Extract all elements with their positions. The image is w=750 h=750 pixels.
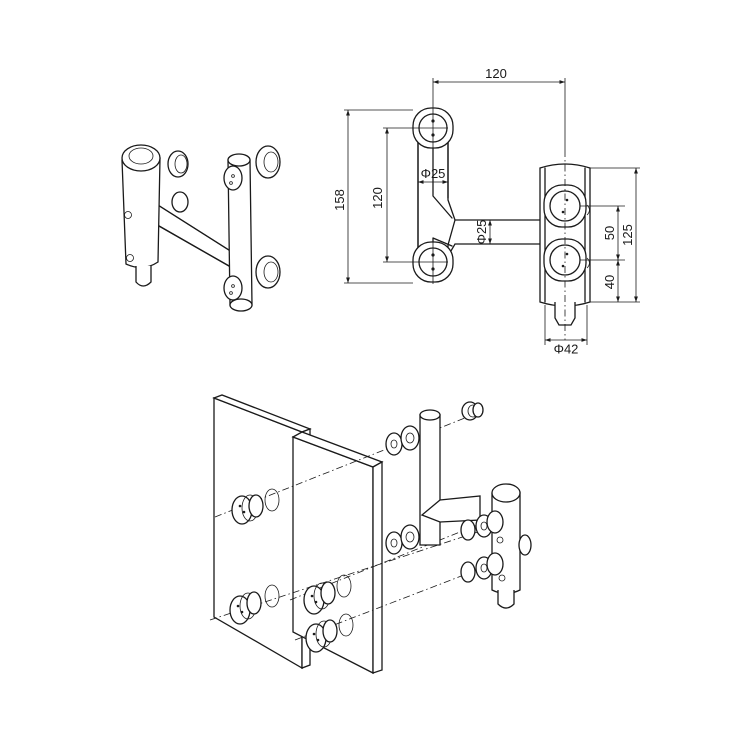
dim-top-width: 120 [485,66,507,81]
exploded-assembly-view [209,394,532,675]
dim-body-height: 125 [620,224,635,246]
dim-arm-diameter: Φ25 [474,220,489,245]
dimensions: 120 158 120 Φ25 Φ25 125 50 40 [332,66,640,357]
dim-lower-offset: 40 [602,275,617,289]
dim-pin-spacing: 120 [370,187,385,209]
front-view [412,107,591,340]
dim-body-diameter: Φ42 [554,342,579,357]
dim-pin-diameter: Φ25 [421,166,446,181]
dim-hole-spacing: 50 [602,226,617,240]
isometric-view [121,144,281,312]
dim-overall-height: 158 [332,189,347,211]
